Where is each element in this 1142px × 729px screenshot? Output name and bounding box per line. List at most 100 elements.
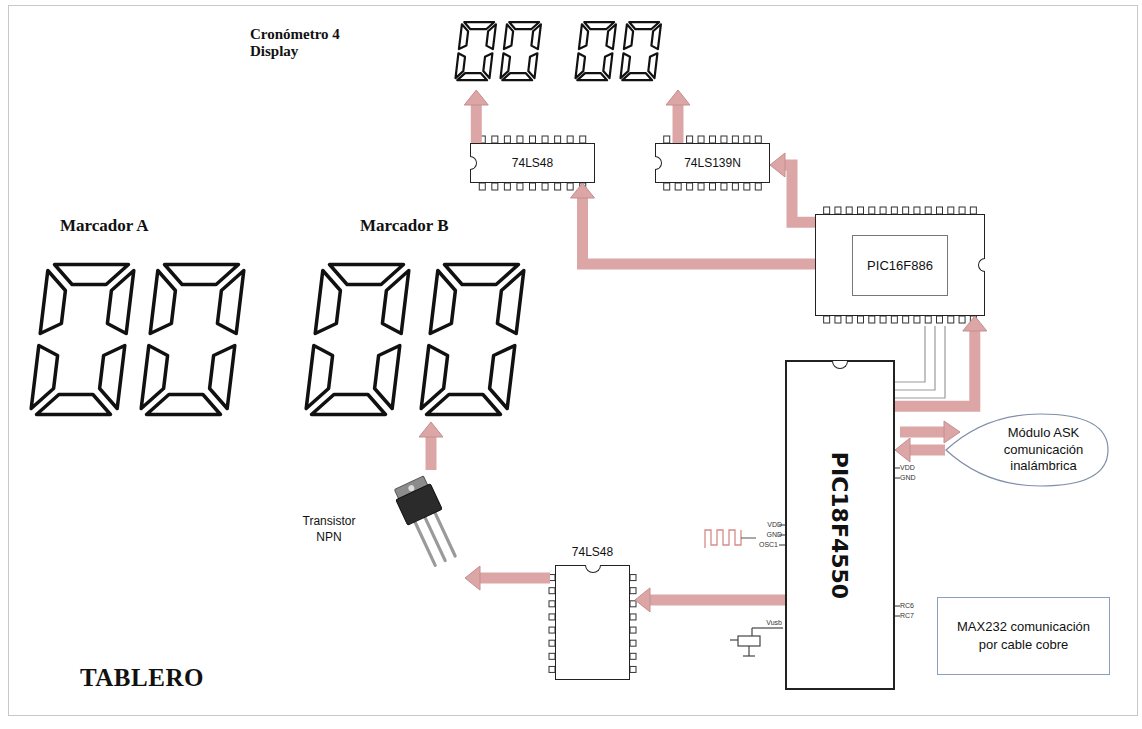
chip-pin [721,136,727,143]
chip-pin [846,316,852,323]
chip-pin [891,207,897,214]
chip-pin [880,207,886,214]
chip-pin [970,207,976,214]
chip-body [555,565,630,680]
arrow-shaft [426,437,437,470]
chip-pin [630,614,636,620]
chip-pin [710,183,716,190]
segment [531,24,540,49]
segment [577,73,607,80]
segment [575,53,584,78]
arrow-shaft [895,331,975,406]
segment [483,53,492,78]
chip-pin [858,207,864,214]
pin-label: OSC1 [759,541,778,548]
board-title: TABLERO [80,664,204,692]
arrow-connector [571,183,816,264]
chip-notch [470,156,477,170]
chip-pin [835,316,841,323]
chip-pin [732,183,738,190]
segment [528,53,537,78]
segment [141,345,167,408]
chip-pin [630,575,636,581]
arrow-head [465,566,480,590]
chip-pin [948,207,954,214]
seven-segment-digit [571,18,620,84]
arrow-head [635,588,650,612]
transistor-leg [424,515,445,560]
segment [430,270,455,333]
chip-label: 74LS48 [512,156,553,170]
chip-label: PIC16F886 [852,235,948,296]
pin-label: Vusb [766,619,782,626]
chip-pin [492,183,498,190]
arrow-shaft [583,198,816,264]
chip-pin [744,136,750,143]
chip-pin [687,183,693,190]
segment [455,53,464,78]
segment [426,394,500,414]
segment [421,345,447,408]
chip-pin [903,316,909,323]
chip-pin [698,136,704,143]
frame [9,6,1138,716]
segment [622,73,652,80]
segment [382,270,408,333]
seven-segment-digit [300,259,415,420]
arrow-shaft [480,573,550,584]
segment [99,345,124,408]
node-chip16: PIC16F886 [815,214,985,316]
arrow-head [571,183,595,198]
chip-pin [846,207,852,214]
pin-label: VDD [767,521,782,528]
chip-pin [555,183,561,190]
segment [444,264,518,284]
segment [606,24,615,49]
chip-pin [937,207,943,214]
segment [306,345,332,408]
pin-label: RC7 [900,612,914,619]
segment [36,394,110,414]
chip-notch [585,565,601,573]
chip-pin [630,640,636,646]
segment [486,24,495,49]
node-disp: Marcador A [25,212,260,422]
crystal-symbol [705,530,756,548]
arrow-head [770,153,785,177]
segment [624,24,633,49]
segment [584,22,614,29]
chip-pin [744,183,750,190]
arrow-shaft [673,105,684,143]
chip-pin [504,183,510,190]
arrow-shaft [910,445,945,456]
chip-pin [517,183,523,190]
chip-pin [880,316,886,323]
node-trans: Transistor NPN [295,470,465,585]
segment [107,270,133,333]
chip-notch [978,258,985,272]
arrow-shaft [471,105,482,143]
arrow-connector [419,422,443,470]
chip-pin [630,666,636,672]
seven-segment-digit [451,18,500,84]
display-heading: Marcador A [60,216,200,236]
chip-pin [675,183,681,190]
pin-label: GND [766,531,782,538]
arrow-head [666,90,690,105]
chip-pin [869,207,875,214]
node-chipv: 74LS48 [550,545,635,685]
segment [648,53,657,78]
chip-pin [948,316,954,323]
chip-pin [504,136,510,143]
seven-segment-digit [25,259,140,420]
chip-pin [835,207,841,214]
arrow-shaft [650,594,785,605]
arrow-shaft [785,165,815,222]
arrow-connector [895,316,987,406]
chip-pin [925,207,931,214]
segment [497,270,523,333]
transistor-leg [414,520,435,565]
node-chip: 74LS48 [470,143,595,183]
segment [500,53,509,78]
arrow-head [963,316,987,331]
